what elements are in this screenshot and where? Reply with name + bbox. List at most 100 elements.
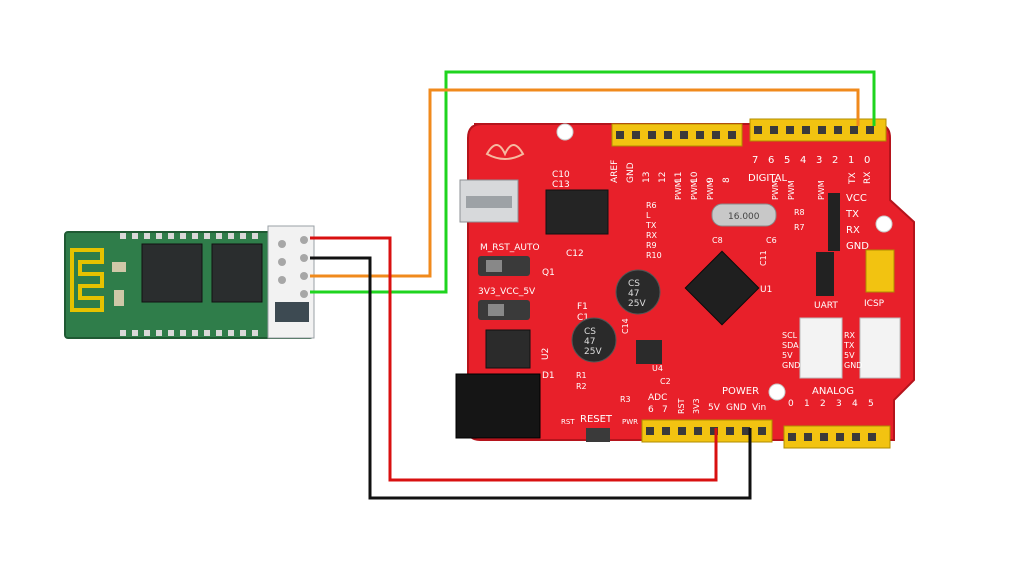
pin-label: 10 bbox=[690, 171, 700, 183]
bottom-header-power bbox=[641, 419, 773, 443]
i2c-pin-label: 5V bbox=[782, 351, 793, 360]
grove-i2c-connector bbox=[799, 317, 843, 379]
tx-label: TX bbox=[848, 172, 858, 185]
header-pin-hole bbox=[866, 126, 874, 134]
c8-label: C8 bbox=[712, 236, 723, 245]
pwm-label: PWM bbox=[674, 180, 683, 200]
voltage-regulator bbox=[485, 329, 531, 369]
header-pin-hole bbox=[804, 433, 812, 441]
cap-text: 47 bbox=[628, 289, 639, 299]
reset-button[interactable] bbox=[586, 428, 610, 442]
header-pin-hole bbox=[728, 131, 736, 139]
c2-label: C2 bbox=[660, 377, 671, 386]
pin-label: 6 bbox=[768, 155, 774, 166]
header-pin-hole bbox=[664, 131, 672, 139]
reset-mode-switch[interactable] bbox=[478, 256, 530, 276]
reset-label: RESET bbox=[580, 414, 613, 425]
c10-label: C10 bbox=[552, 170, 570, 180]
uart2-pin-label: GND bbox=[844, 361, 862, 370]
crystal bbox=[711, 203, 777, 227]
pwm-label: PWM bbox=[771, 180, 780, 200]
usb-connector bbox=[459, 179, 519, 223]
u4-label: U4 bbox=[652, 364, 663, 373]
i2c-pin-label: SDA bbox=[782, 341, 799, 350]
rst-label: RST bbox=[561, 418, 575, 426]
analog-pin-label: 2 bbox=[820, 399, 826, 409]
header-pin-hole bbox=[710, 427, 718, 435]
cap-text: CS bbox=[628, 279, 640, 289]
header-pin-hole bbox=[834, 126, 842, 134]
c11-label: C11 bbox=[759, 250, 768, 266]
pin-label: 3 bbox=[816, 155, 822, 166]
uart-pin-label: TX bbox=[845, 209, 859, 220]
r1-label: R1 bbox=[576, 371, 587, 380]
pin-label: 5 bbox=[784, 155, 790, 166]
uart-pin-label: VCC bbox=[846, 193, 867, 204]
uart-pin-label: RX bbox=[846, 225, 860, 236]
m-rst-auto-label: M_RST_AUTO bbox=[480, 243, 540, 253]
header-pin-hole bbox=[802, 126, 810, 134]
c14-label: C14 bbox=[621, 318, 630, 334]
adc-label: ADC bbox=[648, 393, 667, 403]
i2c-pin-label: SCL bbox=[782, 331, 798, 340]
mount-hole-top-left bbox=[556, 123, 574, 141]
uart2-pin-label: 5V bbox=[844, 351, 855, 360]
uart-6pin-header bbox=[816, 252, 834, 296]
uart2-pin-label: TX bbox=[843, 341, 855, 350]
mount-hole-right bbox=[875, 215, 893, 233]
pwm-label: PWM bbox=[706, 180, 715, 200]
r8-label: R8 bbox=[794, 208, 805, 217]
header-pin-hole bbox=[820, 433, 828, 441]
antenna-trace bbox=[70, 248, 104, 312]
status-led-labels: R6 L TX RX R9 R10 bbox=[645, 201, 662, 260]
pin-label: 1 bbox=[848, 155, 854, 166]
r10-label: R10 bbox=[646, 251, 662, 260]
i2c-pin-label: GND bbox=[782, 361, 800, 370]
analog-pin-label: 1 bbox=[804, 399, 810, 409]
u1-label: U1 bbox=[760, 285, 772, 295]
pin-label: AREF bbox=[610, 160, 620, 183]
icsp-header bbox=[865, 249, 895, 293]
i2c-pin-labels: SCL SDA 5V GND bbox=[782, 331, 800, 370]
analog-pin-label: 0 bbox=[788, 399, 794, 409]
cap-text: 47 bbox=[584, 337, 595, 347]
header-pin-hole bbox=[648, 131, 656, 139]
bt-chip-2 bbox=[211, 243, 263, 303]
pin-label: 2 bbox=[832, 155, 838, 166]
rx-led-label: RX bbox=[646, 231, 658, 240]
wire-green bbox=[310, 70, 876, 294]
pwm-label: PWM bbox=[817, 180, 826, 200]
capacitor-1: CS 47 25V bbox=[615, 269, 661, 315]
f1-label: F1 bbox=[577, 302, 588, 312]
pin-label: 0 bbox=[864, 155, 870, 166]
q1-label: Q1 bbox=[542, 268, 555, 278]
power-pin-label: 3V3 bbox=[692, 398, 701, 414]
uart-label: UART bbox=[814, 301, 838, 311]
adc-pin-label: 7 bbox=[662, 405, 668, 415]
top-header-labels-left: AREF GND 13 12 11 10 9 8 bbox=[610, 160, 732, 183]
cap-text: 25V bbox=[584, 347, 602, 357]
header-pin-hole bbox=[850, 126, 858, 134]
header-pin-hole bbox=[694, 427, 702, 435]
mount-hole-bottom bbox=[768, 383, 786, 401]
pin-label: 13 bbox=[642, 172, 652, 183]
c6-label: C6 bbox=[766, 236, 777, 245]
u2-label: U2 bbox=[541, 348, 551, 360]
digital-label: DIGITAL bbox=[748, 173, 788, 184]
tx-led-label: TX bbox=[645, 221, 657, 230]
cap-text: CS bbox=[584, 327, 596, 337]
header-pin-hole bbox=[646, 427, 654, 435]
mcu-chip bbox=[684, 250, 760, 326]
header-pin-hole bbox=[788, 433, 796, 441]
wires bbox=[310, 70, 876, 500]
pin-label: GND bbox=[626, 162, 636, 183]
bluetooth-module bbox=[64, 225, 315, 339]
header-pin-hole bbox=[770, 126, 778, 134]
header-pin-hole bbox=[712, 131, 720, 139]
r3-label: R3 bbox=[620, 395, 631, 404]
l-label: L bbox=[646, 211, 651, 220]
header-pin-hole bbox=[678, 427, 686, 435]
power-pin-label: RST bbox=[677, 398, 686, 414]
header-pin-hole bbox=[616, 131, 624, 139]
board-logo-icon bbox=[485, 144, 525, 160]
